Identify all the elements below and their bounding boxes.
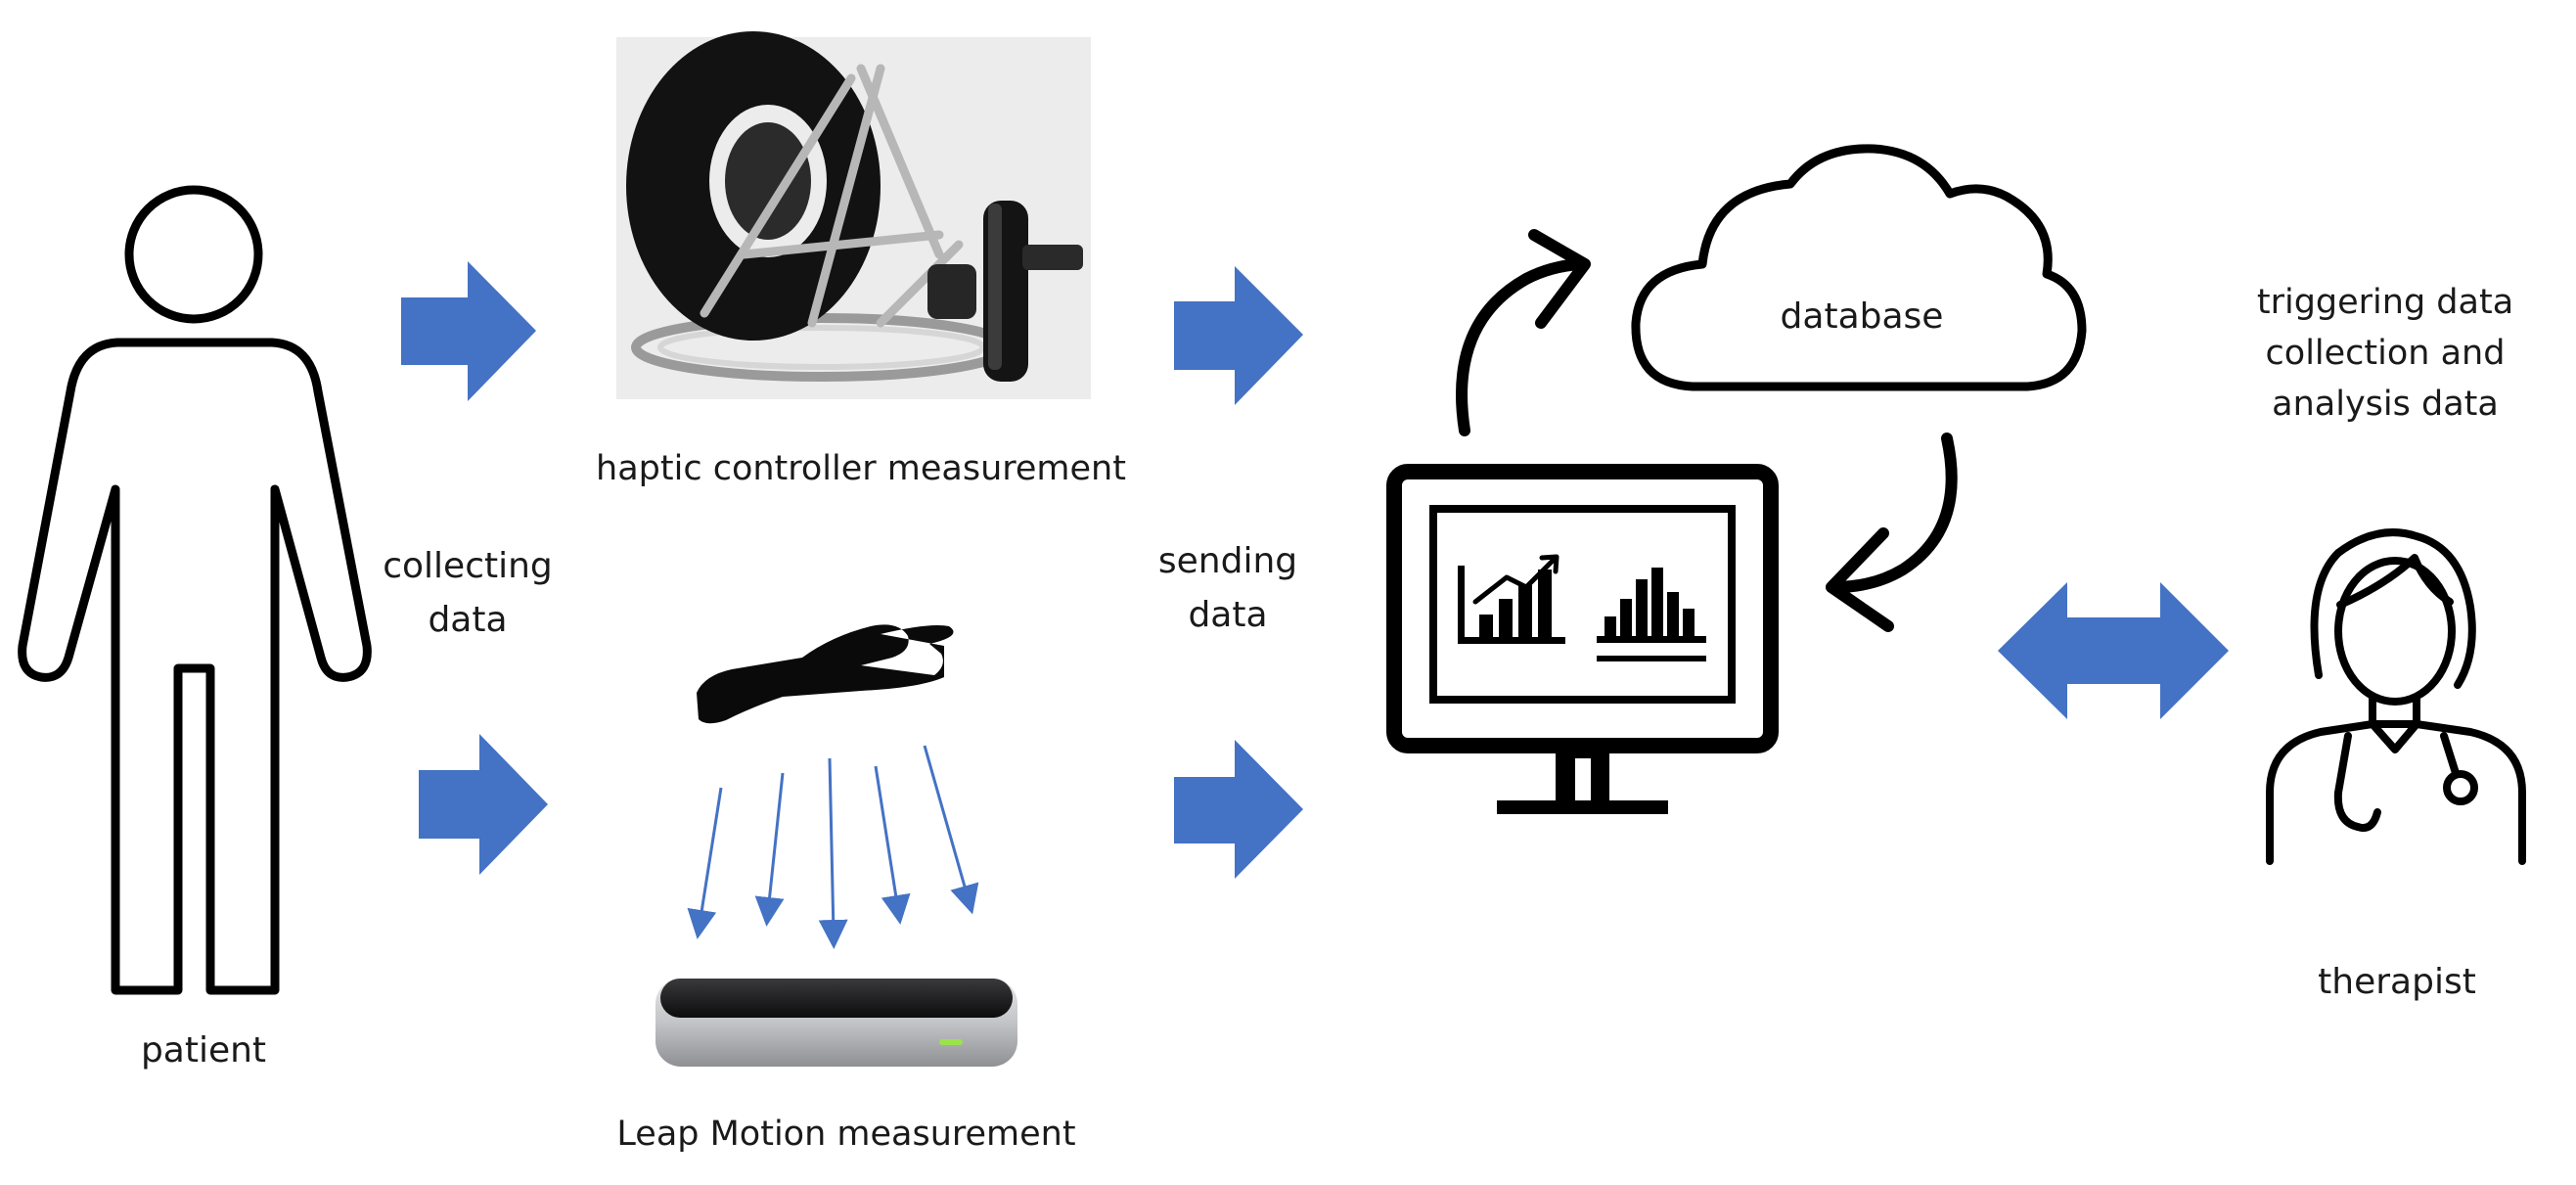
therapist-label: therapist (2318, 962, 2476, 1002)
sending-data-label-2: data (1188, 595, 1267, 635)
upload-curve-arrow (1456, 229, 1591, 436)
flow-arrows (401, 261, 2229, 879)
haptic-measurement-label: haptic controller measurement (596, 449, 1126, 488)
leap-motion-device-image (655, 979, 1017, 1067)
triggering-label-1: triggering data (2257, 283, 2513, 322)
bar-chart-icon (1597, 568, 1706, 661)
sending-data-label-1: sending (1158, 541, 1297, 581)
download-curve-arrow (1826, 433, 1958, 632)
growth-chart-icon (1458, 566, 1565, 644)
sensor-arrows (687, 745, 979, 949)
arrow-patient-to-leap (419, 734, 548, 875)
monitor-chart-icon (1386, 464, 1779, 814)
database-label: database (1781, 296, 1944, 337)
arrow-patient-to-haptic (401, 261, 536, 401)
collecting-data-label-1: collecting (383, 546, 553, 586)
cloud-icon (1631, 144, 2087, 391)
leap-measurement-label: Leap Motion measurement (616, 1115, 1075, 1154)
arrow-haptic-to-computer (1174, 266, 1303, 405)
therapist-icon (2266, 528, 2526, 865)
patient-label: patient (141, 1030, 266, 1071)
hand-icon (697, 624, 954, 724)
collecting-data-label-2: data (428, 600, 507, 640)
triggering-label-3: analysis data (2272, 385, 2499, 424)
haptic-controller-image (616, 31, 1091, 399)
triggering-label-2: collection and (2266, 334, 2506, 373)
arrow-leap-to-computer (1174, 740, 1303, 879)
arrow-computer-therapist-bidirectional (1998, 582, 2229, 719)
patient-icon (18, 185, 372, 995)
